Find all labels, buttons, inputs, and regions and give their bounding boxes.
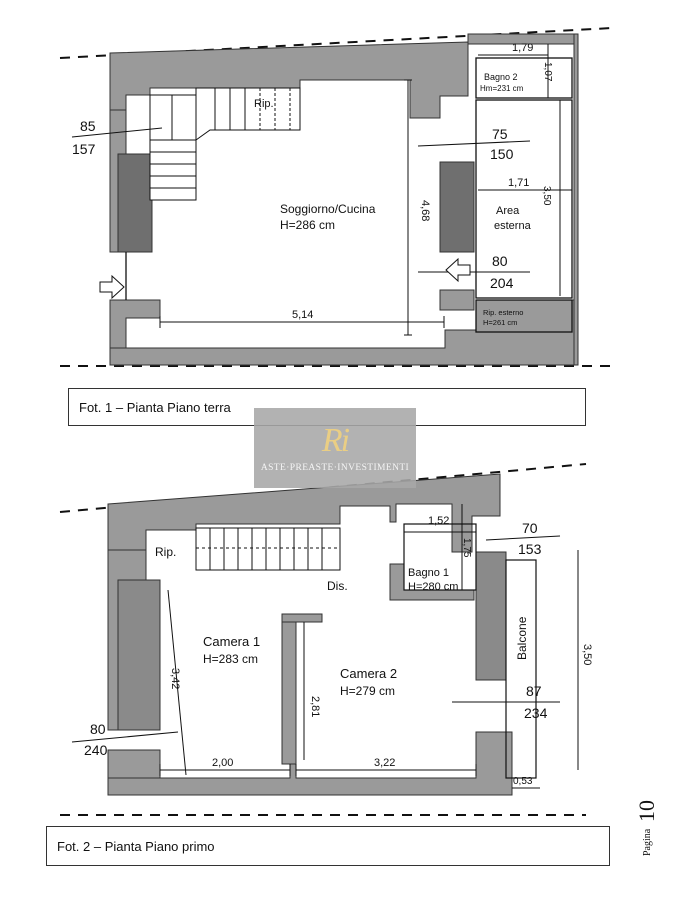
area-esterna-room: [475, 99, 573, 299]
dim-bagno2-width: 1,79: [512, 42, 533, 54]
page-number-value: 10: [634, 800, 658, 822]
dim-bagno2-depth: 1,07: [542, 62, 553, 82]
bagno1-height: H=280 cm: [408, 581, 458, 593]
entrance-arrow-right-icon: [445, 257, 471, 283]
rip-esterno-room: [475, 299, 573, 333]
floor-plan-first: Rip. Dis. Camera 1 H=283 cm Camera 2 H=2…: [59, 463, 593, 816]
staircase-2: [195, 527, 341, 571]
dis-label: Dis.: [327, 579, 348, 593]
bagno2-label: Bagno 2: [484, 72, 518, 82]
soggiorno-height: H=286 cm: [280, 218, 335, 232]
watermark-logo: Ri ASTE·PREASTE·INVESTIMENTI: [254, 408, 416, 488]
dim-height-main: 4,68: [419, 200, 431, 221]
watermark-logo-mark: Ri: [321, 422, 350, 459]
dim-camera2-width: 3,22: [374, 757, 395, 769]
area-label-line2: esterna: [494, 220, 532, 232]
dim-bagno1-depth: 1,75: [461, 538, 472, 558]
win-right2-top: 80: [492, 253, 508, 269]
bagno1-room: [403, 523, 477, 591]
bagno2-height: Hm=231 cm: [480, 84, 524, 93]
floor-plan-ground: Soggiorno/Cucina H=286 cm Rip. Bagno 2 H…: [59, 27, 613, 367]
camera2-label: Camera 2: [340, 666, 397, 681]
rip-esterno-height: H=261 cm: [483, 318, 517, 327]
camera2-height: H=279 cm: [340, 684, 395, 698]
area-label-line1: Area: [496, 205, 520, 217]
walls-2: [107, 473, 513, 796]
win2-right1-top: 70: [522, 520, 538, 536]
page-label: Pagina: [642, 828, 653, 856]
win-left-bottom: 157: [72, 141, 96, 157]
dim-balcone-width: 0,53: [513, 776, 533, 787]
caption-plan1-text: Fot. 1 – Pianta Piano terra: [79, 399, 231, 415]
win2-right2-bottom: 234: [524, 705, 548, 721]
soggiorno-label: Soggiorno/Cucina: [280, 202, 376, 216]
balcone-label: Balcone: [515, 616, 529, 660]
staircase: [149, 87, 301, 201]
dim-width-main: 5,14: [292, 309, 313, 321]
caption-plan2-text: Fot. 2 – Pianta Piano primo: [57, 838, 215, 854]
page-number: Pagina 10: [634, 800, 658, 856]
bagno2-room: [475, 57, 573, 99]
walls: [109, 33, 579, 366]
bagno1-label: Bagno 1: [408, 567, 449, 579]
dim-area-depth: 3,50: [541, 186, 552, 206]
win2-left-bottom: 240: [84, 742, 108, 758]
dim-balcone-depth: 3,50: [581, 644, 593, 665]
win-right1-bottom: 150: [490, 146, 514, 162]
boundary-line-top-2: [59, 463, 587, 513]
balcone-room: [505, 559, 537, 779]
win-left-top: 85: [80, 118, 96, 134]
dim-camera1-depth: 3,42: [169, 668, 181, 689]
win-right2-bottom: 204: [490, 275, 514, 291]
caption-plan1: Fot. 1 – Pianta Piano terra: [68, 388, 586, 426]
caption-plan2: Fot. 2 – Pianta Piano primo: [46, 826, 610, 866]
rip2-label: Rip.: [155, 545, 176, 559]
dim-camera1-width: 2,00: [212, 757, 233, 769]
camera1-height: H=283 cm: [203, 652, 258, 666]
dim-area-width: 1,71: [508, 177, 529, 189]
rip-label: Rip.: [254, 98, 274, 110]
win2-left-top: 80: [90, 721, 106, 737]
dim-bagno1-width: 1,52: [428, 515, 449, 527]
entrance-arrow-left-icon: [99, 274, 125, 300]
camera1-label: Camera 1: [203, 634, 260, 649]
win2-right2-top: 87: [526, 683, 542, 699]
dim-camera2-depth: 2,81: [309, 696, 321, 717]
watermark-text: ASTE·PREASTE·INVESTIMENTI: [260, 463, 410, 473]
win2-right1-bottom: 153: [518, 541, 542, 557]
rip-esterno-label: Rip. esterno: [483, 308, 523, 317]
win-right1-top: 75: [492, 126, 508, 142]
